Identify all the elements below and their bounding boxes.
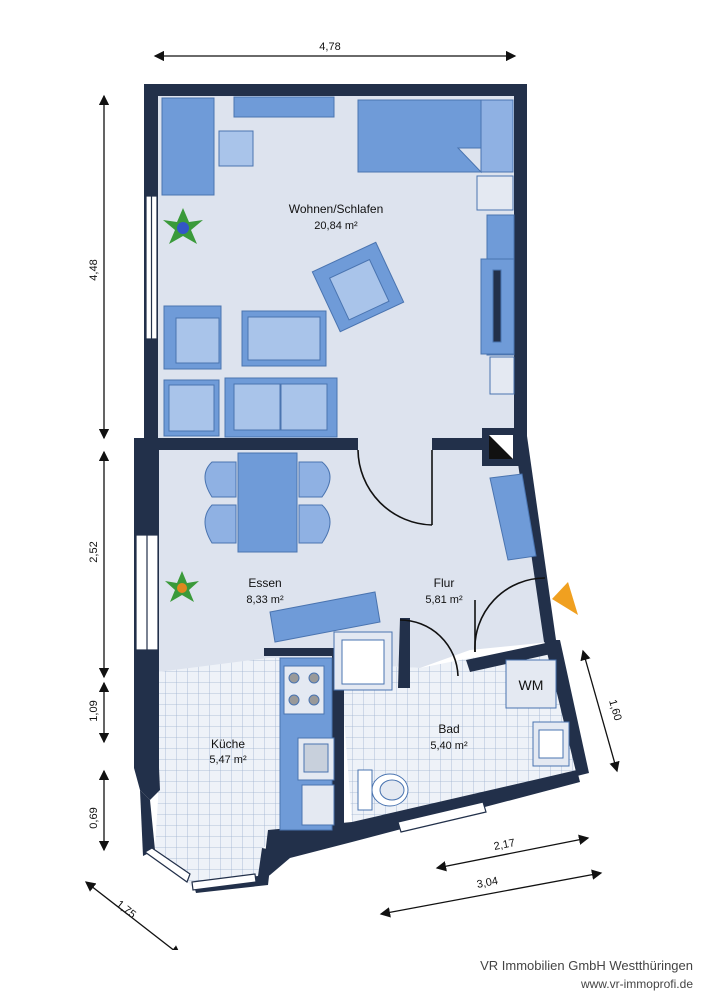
dim-line-bottom-1 [435,834,590,872]
entrance-arrow-icon [552,582,578,615]
wardrobe [161,97,215,196]
plant-icon-2 [165,571,199,602]
windows [135,195,487,891]
dim-left-upper: 4,48 [88,259,100,280]
room-area-flur: 5,81 m² [425,594,463,606]
dim-top-width: 4,78 [319,41,340,53]
dim-line-bottom-2 [379,869,603,918]
washing-machine-label: WM [519,677,544,693]
dim-bottom-2: 3,04 [476,875,499,891]
room-area-wohnen: 20,84 m² [314,220,358,232]
room-name-bad: Bad [438,722,459,736]
bath-fixtures [333,631,570,811]
hall-bench [489,473,537,561]
chair-small [218,130,254,167]
kitchen-furniture [279,657,335,831]
toilet [357,769,409,811]
washing-machine [505,659,557,709]
floor-plan: 4,78 4,48 2,52 1,09 0,69 1,75 2,17 3,04 … [84,41,624,950]
dim-bottom-1: 2,17 [493,837,516,853]
dim-line-bottom-left-diag [84,881,182,950]
doors [357,449,546,677]
stove [283,665,325,715]
company-name: VR Immobilien GmbH Westthüringen [480,958,693,973]
room-name-flur: Flur [434,576,455,590]
room-name-essen: Essen [248,576,281,590]
dining-set [204,452,331,553]
watermark-logo: onOffice [515,387,525,420]
dim-line-right-diag [580,649,620,773]
shelf-top [233,96,335,118]
room-area-bad: 5,40 m² [430,740,468,752]
room-area-kueche: 5,47 m² [209,754,247,766]
chimney-shaft-icon [482,428,520,466]
bed-pillow [480,99,514,173]
dishwasher [301,784,335,826]
dim-left-lower2: 0,69 [88,807,100,828]
company-website: www.vr-immoprofi.de [580,977,693,991]
living-furniture [161,96,515,438]
room-name-kueche: Küche [211,737,245,751]
hall-furniture [269,473,537,643]
nightstand [476,175,514,211]
dimension-lines [84,50,620,950]
dim-left-lower1: 1,09 [88,700,100,721]
room-area-essen: 8,33 m² [246,594,284,606]
room-name-wohnen: Wohnen/Schlafen [289,202,384,216]
dim-bottom-left-diag: 1,75 [114,898,138,921]
dim-right-diag: 1,60 [606,698,623,722]
hall-cabinet [269,591,381,643]
plant-icon [163,208,203,244]
dining-table [237,452,298,553]
dim-left-middle: 2,52 [88,541,100,562]
